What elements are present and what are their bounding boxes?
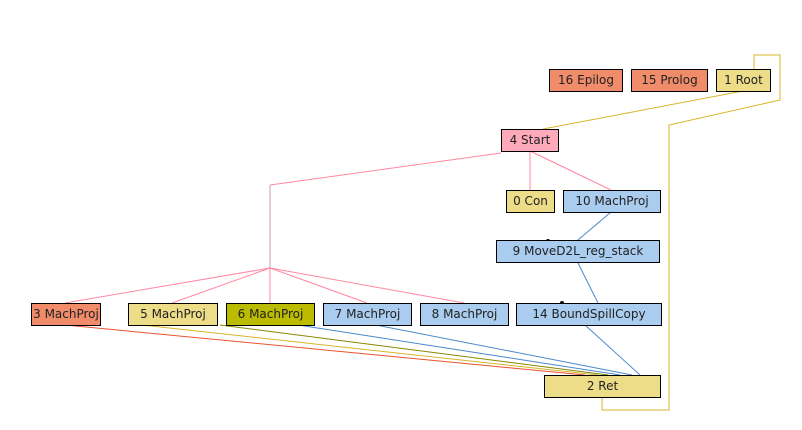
node-14-boundspillcopy[interactable]: 14 BoundSpillCopy bbox=[516, 303, 662, 326]
edge-machproj3-ret bbox=[64, 324, 586, 376]
edge-machproj7-ret bbox=[297, 324, 621, 376]
node-3-machproj[interactable]: 3 MachProj bbox=[31, 303, 101, 326]
edge-start-machproj8 bbox=[269, 267, 465, 304]
edge-move-spill bbox=[577, 262, 599, 304]
edge-machproj6-ret bbox=[219, 324, 609, 376]
edge-start-bend bbox=[269, 152, 502, 186]
node-16-epilog[interactable]: 16 Epilog bbox=[549, 69, 623, 92]
edge-root-start bbox=[542, 90, 744, 130]
edge-ret-root-loop bbox=[601, 54, 781, 411]
node-9-moved2l-reg-stack[interactable]: 9 MoveD2L_reg_stack bbox=[496, 240, 660, 263]
node-7-machproj[interactable]: 7 MachProj bbox=[323, 303, 412, 326]
edge-start-machproj5 bbox=[171, 267, 271, 304]
node-5-machproj[interactable]: 5 MachProj bbox=[128, 303, 218, 326]
edge-start-machproj3 bbox=[64, 267, 271, 304]
edge-machproj5-ret bbox=[141, 324, 599, 376]
edge-machproj8-ret bbox=[375, 324, 633, 376]
node-4-start[interactable]: 4 Start bbox=[501, 129, 559, 152]
edge-start-machproj7 bbox=[269, 267, 368, 304]
node-10-machproj[interactable]: 10 MachProj bbox=[563, 190, 661, 213]
edge-start-machproj10 bbox=[529, 150, 612, 191]
edge-spill-ret bbox=[584, 324, 641, 376]
node-1-root[interactable]: 1 Root bbox=[716, 69, 771, 92]
node-6-machproj[interactable]: 6 MachProj bbox=[226, 303, 315, 326]
node-2-ret[interactable]: 2 Ret bbox=[544, 375, 661, 398]
node-0-con[interactable]: 0 Con bbox=[506, 190, 555, 213]
node-8-machproj[interactable]: 8 MachProj bbox=[420, 303, 509, 326]
edge-machproj10-move bbox=[577, 211, 612, 241]
node-15-prolog[interactable]: 15 Prolog bbox=[631, 69, 708, 92]
